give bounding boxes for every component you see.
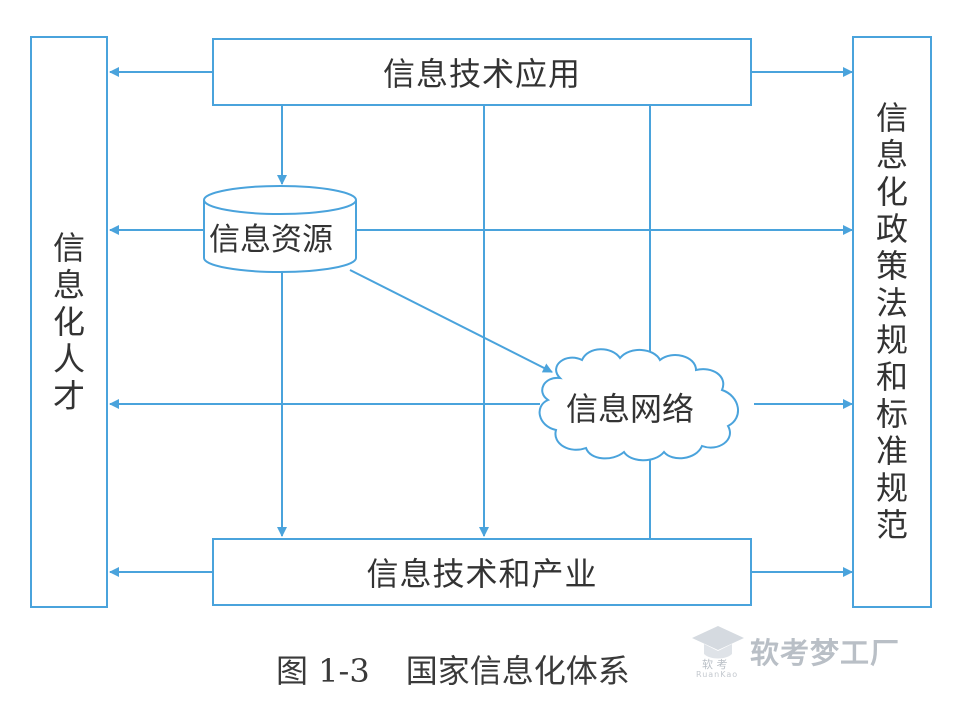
figure-number: 图 1-3 (276, 652, 370, 690)
node-resources-label: 信息资源 (209, 222, 333, 258)
graduation-cap-icon (692, 626, 744, 659)
node-network-label: 信息网络 (566, 390, 695, 428)
figure-caption: 图 1-3 国家信息化体系 (276, 646, 630, 692)
node-talent-label: 信息化人才 (52, 228, 85, 415)
node-industry: 信息技术和产业 (212, 538, 752, 606)
watermark: 软考梦工厂 软 考 RuanKao (688, 622, 933, 682)
network-cloud (538, 348, 739, 462)
watermark-pinyin: RuanKao (696, 670, 739, 679)
node-policy-label: 信息化政策法规和标准规范 (875, 99, 908, 544)
node-industry-label: 信息技术和产业 (366, 555, 598, 593)
watermark-name: 软考梦工厂 (750, 636, 901, 670)
figure-title: 国家信息化体系 (405, 652, 630, 690)
watermark-mini: 软 考 (702, 658, 728, 671)
node-talent: 信息化人才 (30, 36, 108, 608)
node-app-label: 信息技术应用 (382, 55, 581, 93)
resources-cylinder (203, 185, 357, 273)
arrow-resources-to-network (349, 269, 553, 373)
node-policy: 信息化政策法规和标准规范 (852, 36, 932, 608)
node-app: 信息技术应用 (212, 38, 752, 106)
